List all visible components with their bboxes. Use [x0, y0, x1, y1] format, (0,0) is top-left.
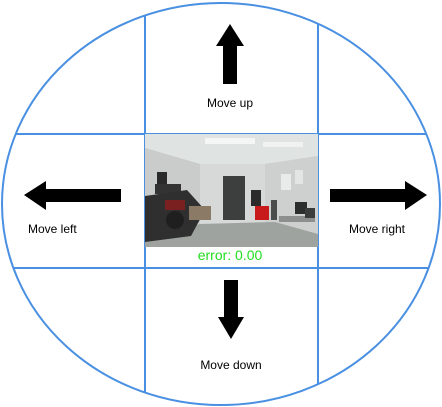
move-up-label[interactable]: Move up — [206, 96, 254, 110]
arrow-right-icon[interactable] — [330, 181, 427, 210]
arrow-up-icon[interactable] — [216, 24, 244, 84]
camera-image — [145, 134, 318, 247]
arrow-left-icon[interactable] — [24, 181, 121, 210]
arrow-down-icon[interactable] — [218, 280, 244, 339]
camera-view — [145, 134, 318, 247]
move-left-label[interactable]: Move left — [28, 222, 77, 236]
move-right-label[interactable]: Move right — [348, 222, 406, 236]
error-readout: error: 0.00 — [197, 247, 263, 263]
move-down-label[interactable]: Move down — [200, 358, 262, 372]
